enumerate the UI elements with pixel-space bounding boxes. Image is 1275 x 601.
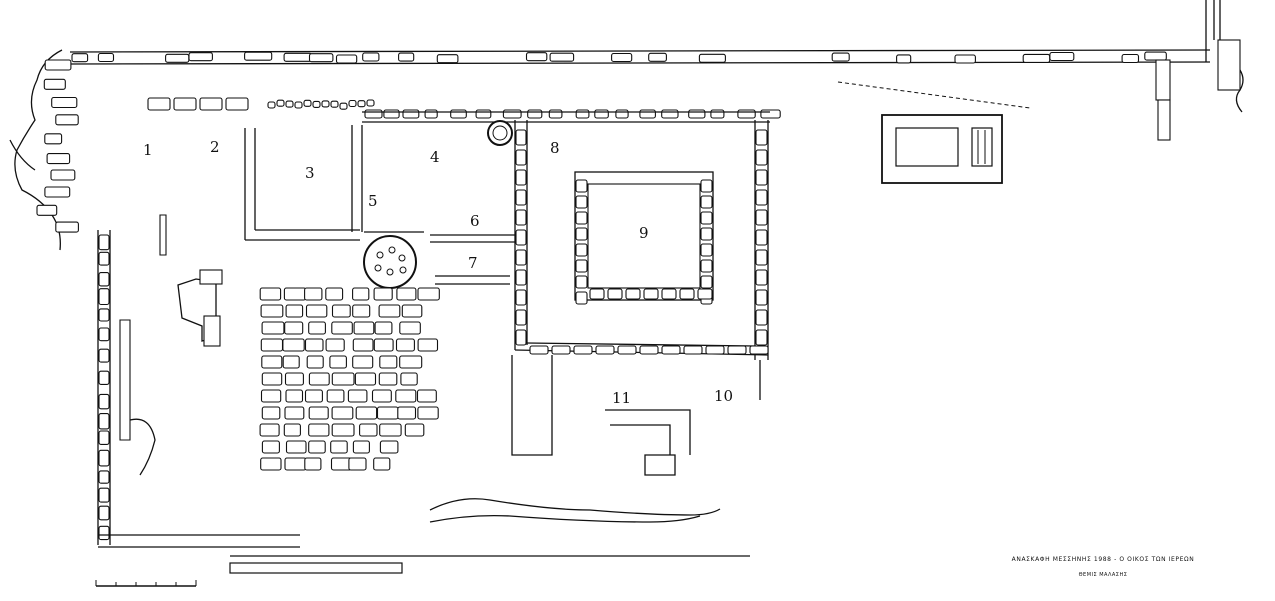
scale-bar — [95, 580, 197, 587]
room-label-3: 3 — [305, 164, 315, 182]
room-label-7: 7 — [468, 254, 478, 272]
north-wall — [69, 49, 1211, 65]
room-5-circular-structure — [363, 231, 424, 289]
plan-caption: ΑΝΑΣΚΑΦΗ ΜΕΣΣΗΝΗΣ 1988 - Ο ΟΙΚΟΣ ΤΩΝ ΙΕΡ… — [1003, 556, 1203, 578]
room-label-6: 6 — [470, 212, 480, 230]
room-1-2-fragments — [119, 214, 223, 476]
room-9-square — [574, 171, 714, 301]
room-label-9: 9 — [639, 224, 649, 242]
rooms-6-7-walls — [430, 234, 520, 285]
rooms-10-11-remains — [511, 355, 761, 476]
room-label-8: 8 — [550, 139, 560, 157]
room-3-walls — [244, 125, 363, 241]
room-label-2: 2 — [210, 138, 220, 156]
rooms-north-row — [147, 97, 781, 119]
room-label-10: 10 — [714, 387, 733, 405]
west-outer-wall — [97, 230, 111, 545]
room-label-1: 1 — [143, 141, 153, 159]
room-label-5: 5 — [368, 192, 378, 210]
plan-author: ΘΕΜΙΣ ΜΑΛΑΣΗΣ — [1078, 572, 1128, 578]
room-labels: 1 2 3 4 5 6 7 8 9 10 11 — [143, 138, 733, 407]
plan-title: ΑΝΑΣΚΑΦΗ ΜΕΣΣΗΝΗΣ 1988 - Ο ΟΙΚΟΣ ΤΩΝ ΙΕΡ… — [1011, 556, 1195, 563]
room-label-4: 4 — [430, 148, 440, 166]
south-wall — [98, 498, 750, 574]
room-label-11: 11 — [612, 389, 631, 407]
paved-floor — [259, 129, 769, 471]
outlying-building — [837, 81, 1031, 184]
west-edge — [9, 49, 79, 251]
east-pillar — [1155, 0, 1244, 141]
room-4-walls — [362, 111, 770, 146]
